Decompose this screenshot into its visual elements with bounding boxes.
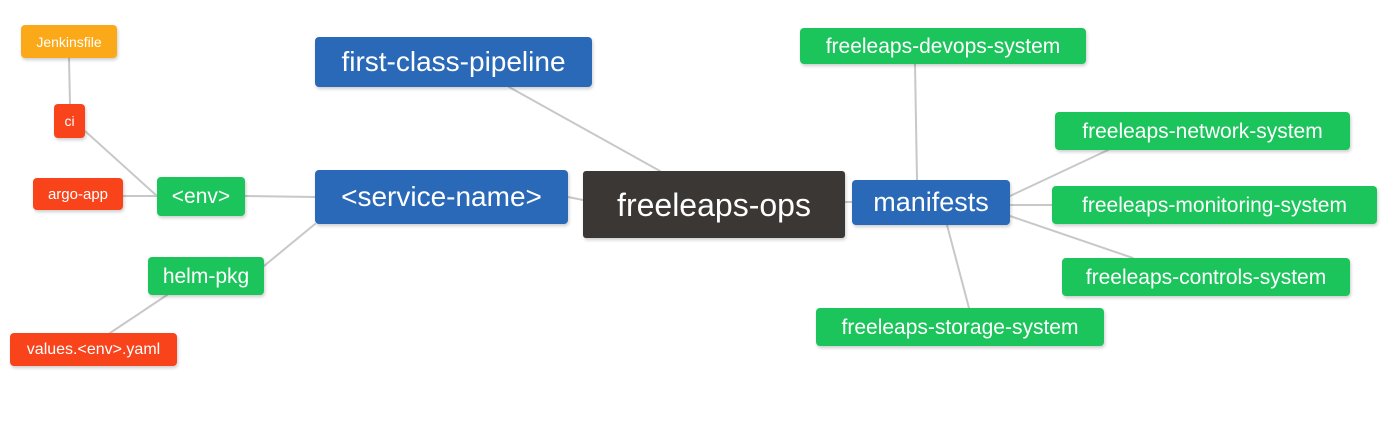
node-manifests[interactable]: manifests <box>852 180 1010 225</box>
node-freeleaps-storage-system[interactable]: freeleaps-storage-system <box>816 308 1104 346</box>
edge-jenkinsfile-to-ci <box>68 57 71 105</box>
node-env[interactable]: <env> <box>157 177 245 216</box>
node-helm-pkg[interactable]: helm-pkg <box>148 257 264 295</box>
node-values-yaml[interactable]: values.<env>.yaml <box>10 333 177 366</box>
node-freeleaps-controls-system[interactable]: freeleaps-controls-system <box>1062 258 1350 296</box>
node-freeleaps-ops[interactable]: freeleaps-ops <box>583 171 845 238</box>
edge-helm-pkg-to-values-yaml <box>109 294 168 334</box>
node-first-class-pipeline[interactable]: first-class-pipeline <box>315 37 592 87</box>
edge-manifests-to-freeleaps-devops-system <box>914 63 918 181</box>
node-ci[interactable]: ci <box>54 104 85 138</box>
edge-first-class-pipeline-to-freeleaps-ops <box>508 86 661 172</box>
node-argo-app[interactable]: argo-app <box>33 178 123 210</box>
node-jenkinsfile[interactable]: Jenkinsfile <box>21 25 117 58</box>
edge-service-name-to-freeleaps-ops <box>567 196 584 201</box>
node-freeleaps-devops-system[interactable]: freeleaps-devops-system <box>800 28 1086 64</box>
node-freeleaps-monitoring-system[interactable]: freeleaps-monitoring-system <box>1052 186 1377 224</box>
node-service-name[interactable]: <service-name> <box>315 170 568 224</box>
edge-manifests-to-freeleaps-storage-system <box>946 224 970 309</box>
edge-env-to-service-name <box>244 195 316 198</box>
node-freeleaps-network-system[interactable]: freeleaps-network-system <box>1055 112 1350 150</box>
edge-service-name-to-helm-pkg <box>263 223 316 267</box>
